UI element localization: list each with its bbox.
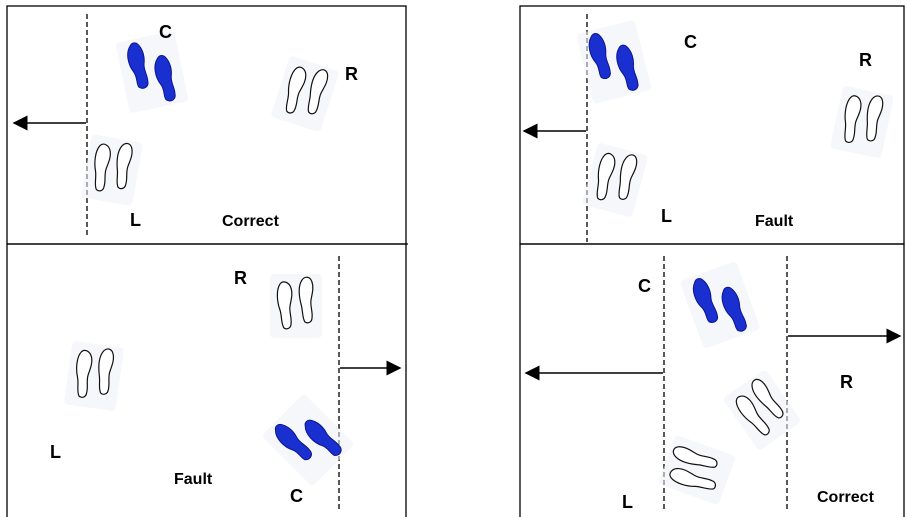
footprints-r bbox=[721, 368, 803, 452]
label-l: L bbox=[622, 492, 633, 512]
label-c: C bbox=[159, 22, 172, 42]
label-r: R bbox=[859, 50, 872, 70]
footprints-l bbox=[80, 133, 144, 207]
label-l: L bbox=[130, 210, 141, 230]
label-l: L bbox=[50, 442, 61, 462]
panel-top-left-border bbox=[6, 5, 407, 245]
footprints-c-blue bbox=[678, 260, 762, 350]
label-l: L bbox=[661, 206, 672, 226]
result-label: Correct bbox=[222, 213, 280, 230]
footprints-r bbox=[269, 273, 323, 339]
label-r: R bbox=[234, 268, 247, 288]
result-label: Fault bbox=[755, 213, 794, 230]
footprints-r bbox=[829, 84, 895, 160]
panel-top-left: C R L Correct bbox=[6, 5, 407, 245]
label-r: R bbox=[345, 64, 358, 84]
footprints-l bbox=[657, 434, 737, 506]
footprints-c-blue bbox=[114, 30, 190, 114]
label-c: C bbox=[638, 276, 651, 296]
result-label: Fault bbox=[174, 471, 213, 488]
footprints-l bbox=[581, 141, 649, 219]
footprints-c-blue bbox=[260, 392, 356, 488]
footprints-l bbox=[63, 340, 125, 412]
footprints-r bbox=[269, 54, 341, 134]
label-c: C bbox=[684, 32, 697, 52]
panel-bottom-left: R L Fault C bbox=[6, 243, 408, 517]
result-label: Correct bbox=[817, 489, 875, 506]
panel-top-right: C R L Fault bbox=[519, 5, 905, 245]
footprints-c-blue bbox=[575, 19, 653, 105]
panel-bottom-right: C R L Correct bbox=[519, 243, 905, 517]
label-c: C bbox=[290, 486, 303, 506]
label-r: R bbox=[840, 372, 853, 392]
